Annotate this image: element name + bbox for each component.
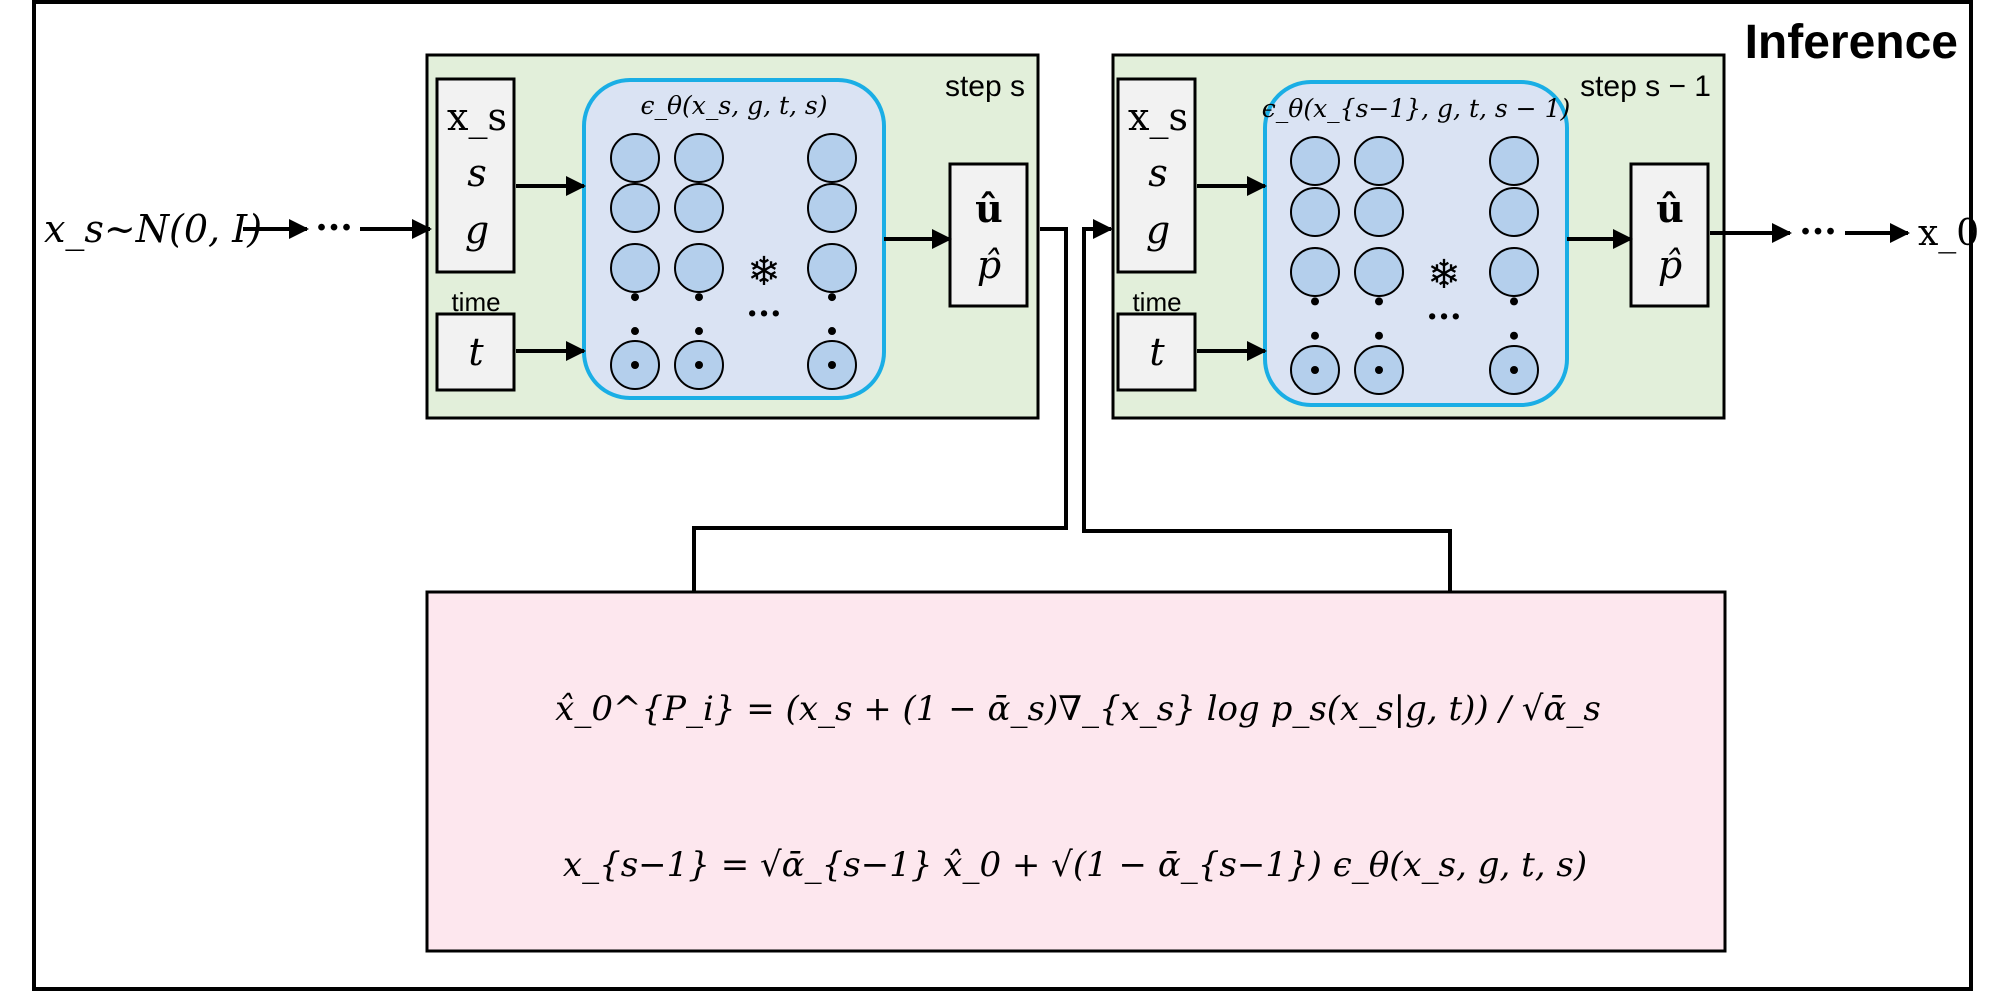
neuron [1489,187,1539,237]
input-box [1116,77,1197,274]
neuron [610,183,660,233]
time-var: t [468,330,484,374]
neuron [610,243,660,293]
neuron-ellipsis-dot [828,361,836,369]
input-var-xs: x_s [447,95,507,140]
diagram-title: Inference [1745,16,1958,69]
output-x0: x_0 [1918,213,1979,254]
neuron-ellipsis-dot [1510,297,1518,306]
neuron-ellipsis-dot [631,361,639,369]
time-label: time [1132,287,1181,317]
neuron [674,133,724,183]
ellipsis-neurons: ··· [746,294,782,334]
formula-x-prev: x_{s−1} = √ᾱ_{s−1} x̂_0 + √(1 − ᾱ_{s−1})… [563,845,1587,885]
neuron-ellipsis-dot [695,293,703,302]
neuron-ellipsis-dot [1510,331,1518,340]
output-box [1629,162,1710,308]
neuron-ellipsis-dot [1311,331,1319,340]
output-u-hat: û [975,186,1003,231]
time-label: time [451,287,500,317]
input-distribution: x_s∼N(0, I) [44,207,262,252]
time-var: t [1149,330,1165,374]
ellipsis-neurons: ··· [1426,297,1462,337]
neuron-grid [610,133,857,390]
neuron [1489,247,1539,297]
input-var-s: s [467,151,487,195]
neuron-ellipsis-dot [1375,297,1383,306]
neuron [807,183,857,233]
neuron-ellipsis-dot [828,293,836,302]
snowflake-icon: ❄ [1427,253,1461,297]
formula-x0-hat: x̂_0^{P_i} = (x_s + (1 − ᾱ_s)∇_{x_s} log… [555,689,1601,729]
neuron-ellipsis-dot [695,361,703,369]
neuron-ellipsis-dot [1375,366,1383,374]
step-label: step s − 1 [1580,70,1711,103]
neuron-ellipsis-dot [1375,331,1383,340]
network-label: ϵ_θ(x_s, g, t, s) [640,91,827,120]
neuron [1290,247,1340,297]
neuron [807,133,857,183]
neuron-ellipsis-dot [1311,297,1319,306]
network-label: ϵ_θ(x_{s−1}, g, t, s − 1) [1262,94,1570,123]
neuron-ellipsis-dot [1510,366,1518,374]
neuron-grid [1290,136,1539,395]
time-box [1116,312,1197,392]
neuron [1290,136,1340,186]
formula-panel: x̂_0^{P_i} = (x_s + (1 − ᾱ_s)∇_{x_s} log… [425,590,1727,953]
output-p-hat: p̂ [1658,243,1682,287]
neuron-ellipsis-dot [1311,366,1319,374]
neuron-ellipsis-dot [828,327,836,336]
neuron [1354,187,1404,237]
input-var-xs: x_s [1128,95,1188,140]
neuron [1290,187,1340,237]
neuron [1354,136,1404,186]
neuron [807,243,857,293]
input-var-s: s [1148,151,1168,195]
neuron-ellipsis-dot [631,327,639,336]
output-p-hat: p̂ [977,243,1001,287]
neuron [1489,136,1539,186]
input-var-g: g [1146,208,1170,252]
step-label: step s [945,70,1025,103]
snowflake-icon: ❄ [747,250,781,294]
ellipsis-output: ··· [1799,211,1837,253]
input-box [435,77,516,274]
step-panel-s-minus-1: step s − 1 x_s s g time t ϵ_θ(x_{s−1}, g… [1111,53,1726,420]
ellipsis-input: ··· [315,207,353,249]
formula-panel-background [425,590,1727,953]
output-box [948,162,1029,308]
neuron [674,183,724,233]
neuron [1354,247,1404,297]
step-panel-s: step s x_s s g time t ϵ_θ(x_s, g, t, s) … [425,53,1040,420]
neuron [674,243,724,293]
time-box [435,312,516,392]
neuron-ellipsis-dot [695,327,703,336]
output-u-hat: û [1656,186,1684,231]
neuron-ellipsis-dot [631,293,639,302]
input-var-g: g [465,208,489,252]
neuron [610,133,660,183]
